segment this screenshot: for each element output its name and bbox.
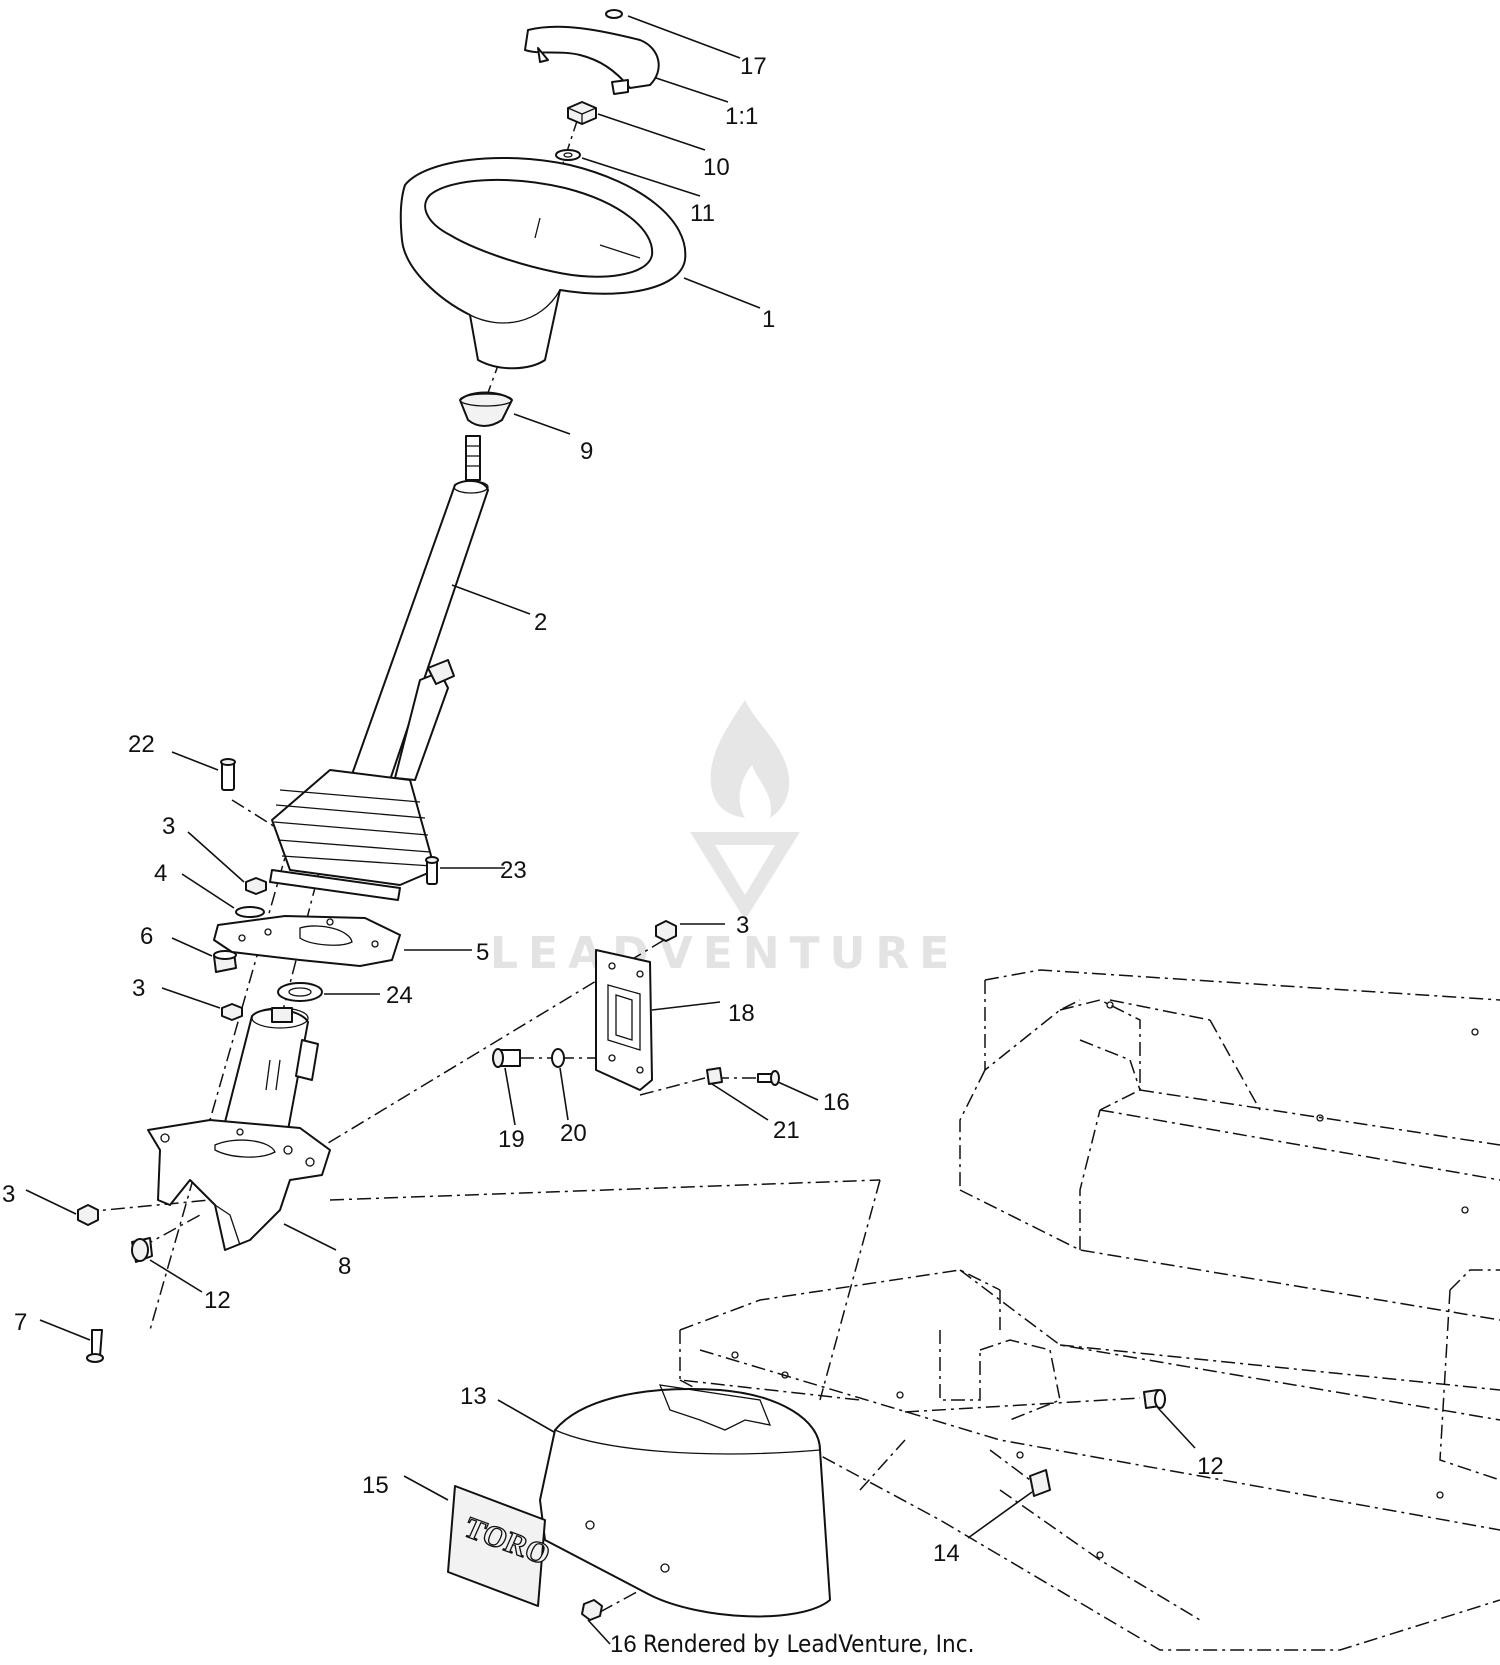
callout-12-b: 12: [1197, 1453, 1224, 1480]
callout-3-d: 3: [2, 1181, 15, 1208]
callout-24: 24: [386, 982, 413, 1009]
callout-21: 21: [773, 1117, 800, 1144]
steering-motor: [223, 1007, 319, 1139]
part-5-plate: [213, 915, 401, 967]
leader-lines: [25, 15, 1196, 1645]
callout-6: 6: [140, 923, 153, 950]
callout-15: 15: [362, 1472, 389, 1499]
part-8-bracket: [147, 1119, 331, 1251]
part-10-nut: [567, 101, 597, 125]
callout-22: 22: [128, 731, 155, 758]
part-19-bolt: [492, 1048, 521, 1068]
callout-7: 7: [14, 1309, 27, 1336]
column-boot: [269, 769, 436, 901]
part-16-screw-right: [757, 1070, 780, 1086]
part-22-bolt: [220, 758, 236, 791]
part-3-nut-lower: [77, 1204, 99, 1226]
callout-13: 13: [460, 1383, 487, 1410]
callout-9: 9: [580, 438, 593, 465]
part-3-nut-right: [655, 920, 677, 942]
callout-3-b: 3: [132, 975, 145, 1002]
part-15-decal: TORO: [447, 1485, 556, 1607]
part-3-nut-middle: [221, 1003, 243, 1021]
callout-1: 1: [762, 306, 775, 333]
watermark-text: LEADVENTURE: [490, 928, 959, 979]
callout-10: 10: [703, 154, 730, 181]
part-6-bushing: [213, 950, 237, 973]
part-24-gasket: [277, 982, 323, 1002]
callout-1-1: 1:1: [725, 103, 758, 130]
callout-20: 20: [560, 1120, 587, 1147]
part-18-mounting-plate: [595, 949, 653, 1091]
callout-19: 19: [498, 1126, 525, 1153]
part-21-clip: [706, 1067, 723, 1085]
callout-labels: 17 1:1 10 11 1 9 2 22 3 23 4 6 5 3 24 3 …: [2, 53, 1224, 1658]
callout-4: 4: [154, 860, 167, 887]
callout-23: 23: [500, 857, 527, 884]
part-11-washer: [555, 149, 581, 161]
callout-16-a: 16: [823, 1089, 850, 1116]
part-2-steering-column: [349, 435, 489, 790]
part-23-bolt: [425, 856, 439, 885]
part-20-washer: [551, 1048, 565, 1068]
part-3-nut-upper: [245, 877, 267, 895]
part-16-screw-lower: [581, 1599, 603, 1621]
callout-8: 8: [338, 1253, 351, 1280]
part-7-pin: [86, 1329, 104, 1363]
render-credit: Rendered by LeadVenture, Inc.: [643, 1630, 974, 1658]
part-9-bushing: [459, 391, 513, 427]
callout-11: 11: [690, 200, 715, 227]
part-12-bolt-right: [1143, 1389, 1166, 1409]
part-17-pin: [605, 9, 623, 19]
callout-17: 17: [740, 53, 767, 80]
callout-3-a: 3: [162, 813, 175, 840]
part-1-1-spinner-knob: [524, 25, 660, 95]
part-4-washer: [235, 906, 265, 918]
part-14-clip: [1029, 1469, 1051, 1497]
callout-16-b: 16: [610, 1631, 637, 1658]
callout-18: 18: [728, 1000, 755, 1027]
part-13-cover: [539, 1384, 831, 1618]
mower-frame: [679, 969, 1500, 1651]
callout-14: 14: [933, 1540, 960, 1567]
callout-3-c: 3: [736, 912, 749, 939]
part-12-bolt-left: [131, 1237, 153, 1263]
leadventure-watermark: LEADVENTURE: [490, 700, 959, 979]
callout-12-a: 12: [204, 1287, 231, 1314]
callout-2: 2: [534, 609, 547, 636]
part-1-steering-wheel: [399, 157, 687, 370]
callout-5: 5: [476, 939, 489, 966]
assembly-lines: [83, 117, 1141, 1613]
